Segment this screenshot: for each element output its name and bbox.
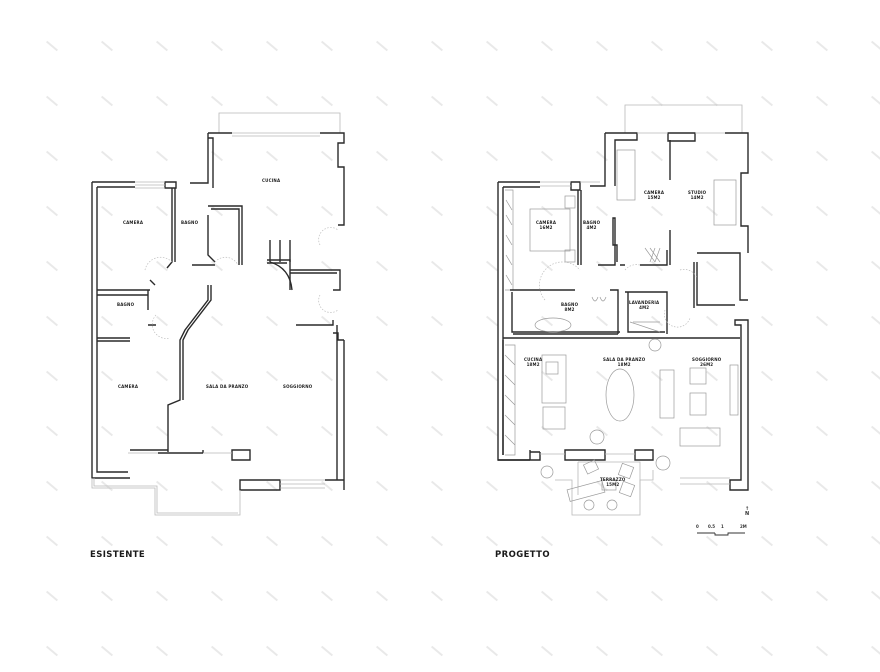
room-label-bagno-2: BAGNO (117, 302, 135, 307)
scale-tick-05: 0.5 (708, 524, 716, 529)
room-label-camera-2: CAMERA (118, 384, 139, 389)
scale-tick-2m: 2M (740, 524, 747, 529)
room-label-bagno: BAGNO (181, 220, 199, 225)
room-label-sala-da-pranzo: SALA DA PRANZO (206, 384, 249, 389)
room-label-camera: CAMERA (123, 220, 144, 225)
project-plan (497, 104, 749, 536)
room-label-cucina: CUCINA (262, 178, 281, 183)
room-label-soggiorno: SOGGIORNO (283, 384, 313, 389)
existing-plan (91, 112, 345, 516)
north-arrow-icon: ↑N (745, 506, 750, 517)
caption-existing: ESISTENTE (90, 550, 146, 560)
caption-project: PROGETTO (495, 550, 551, 560)
scale-tick-0: 0 (696, 524, 699, 529)
scale-tick-1: 1 (721, 524, 724, 529)
